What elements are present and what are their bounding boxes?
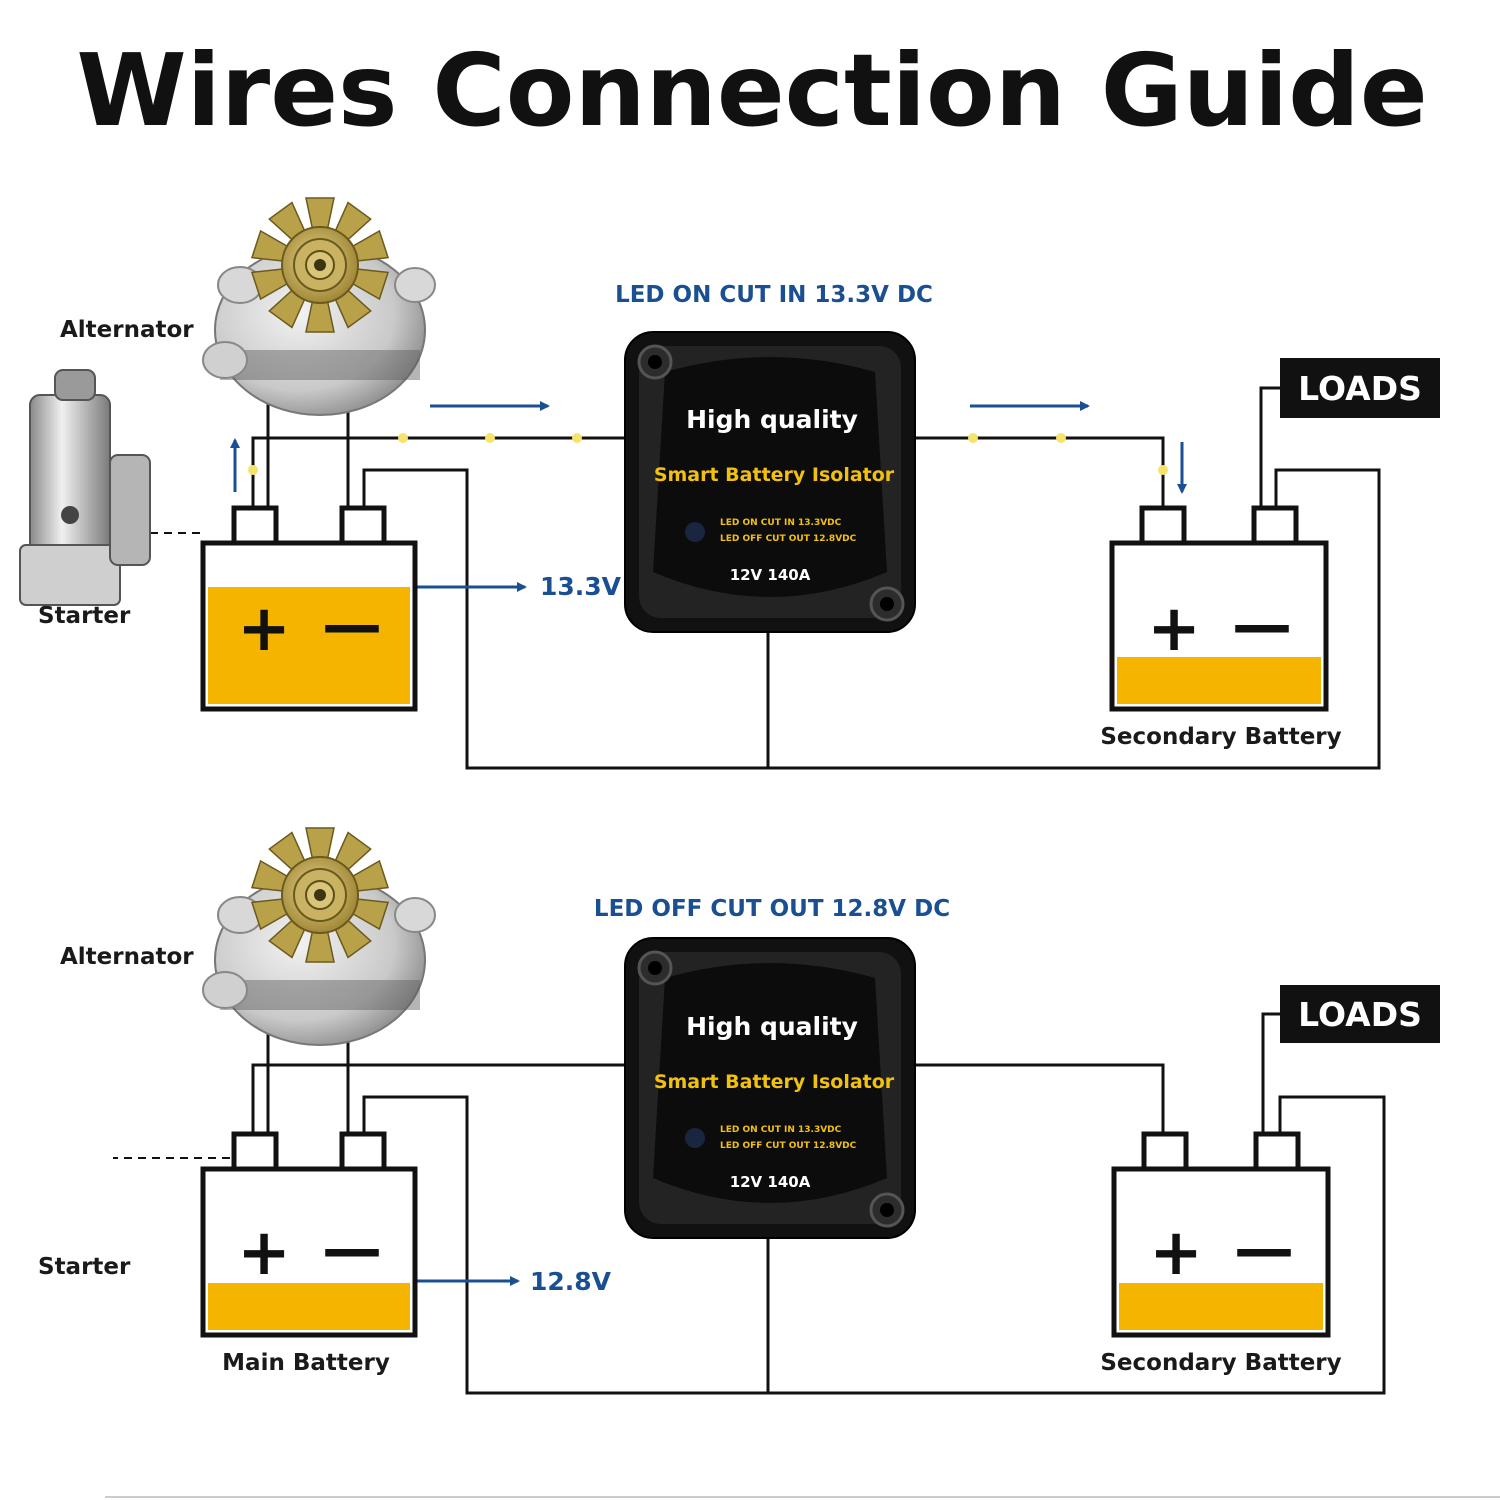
loads-box — [1280, 985, 1440, 1043]
top-junction-dots — [248, 433, 1168, 475]
loads-box — [1280, 358, 1440, 418]
top-wiring — [135, 386, 1381, 770]
led-status-caption: LED OFF CUT OUT 12.8V DC — [594, 896, 950, 922]
secondary-battery-plus: + — [1149, 1216, 1203, 1290]
page-title: Wires Connection Guide — [76, 32, 1427, 149]
main-battery-minus: — — [322, 1214, 382, 1284]
led-status-caption: LED ON CUT IN 13.3V DC — [615, 282, 933, 308]
secondary-battery-plus: + — [1147, 592, 1201, 666]
alternator-icon — [202, 827, 436, 1046]
main-battery-label: Main Battery — [222, 1350, 390, 1376]
voltage-reading: 13.3V — [540, 572, 622, 601]
loads-label: LOADS — [1298, 995, 1422, 1034]
isolator-spec-text: LED ON CUT IN 13.3VDC — [720, 518, 842, 528]
secondary-battery-label: Secondary Battery — [1100, 724, 1341, 750]
starter-label: Starter — [38, 1254, 131, 1280]
starter-motor-icon — [19, 369, 151, 606]
isolator-rating-text: 12V 140A — [730, 1173, 811, 1191]
secondary-battery-minus: — — [1232, 590, 1292, 660]
starter-label: Starter — [38, 603, 131, 629]
main-battery-icon — [200, 1131, 418, 1338]
isolator-quality-text: High quality — [686, 1012, 858, 1041]
voltage-reading: 12.8V — [530, 1267, 612, 1296]
isolator-quality-text: High quality — [686, 405, 858, 434]
isolator-spec-text: LED ON CUT IN 13.3VDC — [720, 1125, 842, 1135]
isolator-spec-text: LED OFF CUT OUT 12.8VDC — [720, 1141, 857, 1151]
isolator-rating-text: 12V 140A — [730, 566, 811, 584]
secondary-battery-icon — [1109, 505, 1329, 712]
main-battery-icon — [200, 505, 418, 712]
isolator-name-text: Smart Battery Isolator — [654, 1071, 895, 1093]
secondary-battery-icon — [1111, 1131, 1331, 1338]
bottom-diagram: Alternator Starter + — Main Battery 12.8… — [38, 827, 1440, 1395]
secondary-battery-label: Secondary Battery — [1100, 1350, 1341, 1376]
isolator-spec-text: LED OFF CUT OUT 12.8VDC — [720, 534, 857, 544]
top-diagram: Alternator Starter + — 13.3V LED ON CUT … — [19, 197, 1440, 770]
loads-label: LOADS — [1298, 369, 1422, 408]
main-battery-plus: + — [237, 592, 291, 666]
secondary-battery-minus: — — [1234, 1214, 1294, 1284]
main-battery-plus: + — [237, 1216, 291, 1290]
alternator-icon — [202, 197, 436, 416]
alternator-label: Alternator — [60, 944, 194, 970]
isolator-name-text: Smart Battery Isolator — [654, 464, 895, 486]
main-battery-minus: — — [322, 590, 382, 660]
alternator-label: Alternator — [60, 317, 194, 343]
